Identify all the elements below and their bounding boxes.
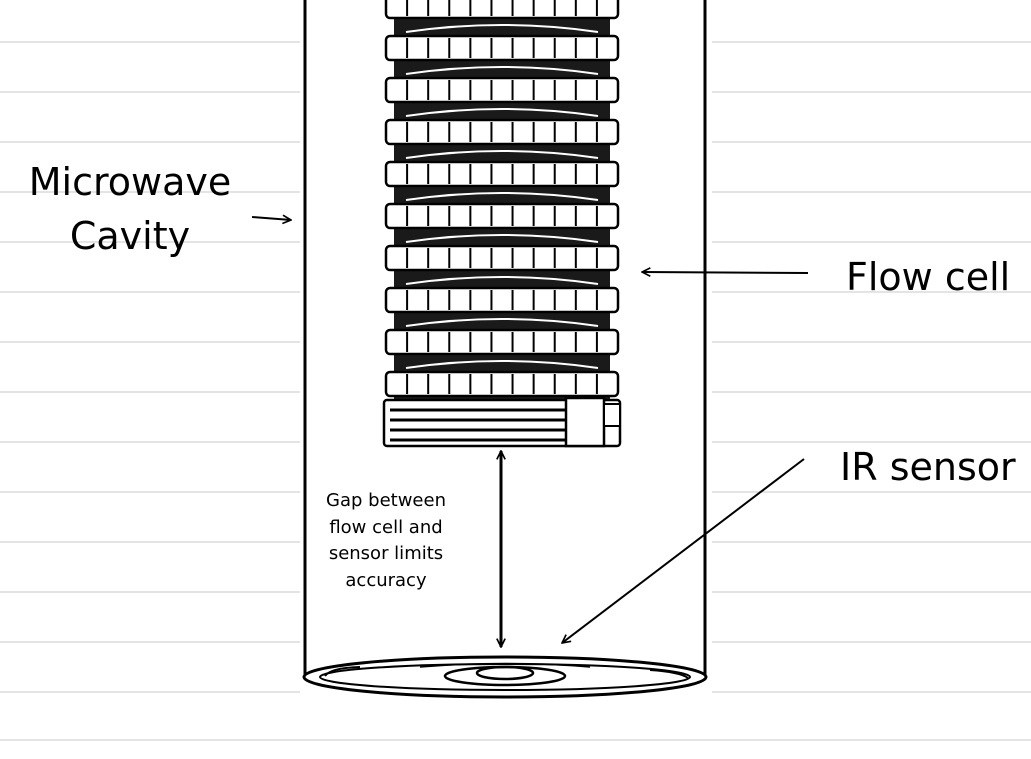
microwave-cavity-label-line1: Microwave [28, 160, 232, 204]
gap-annotation-line3: sensor limits [328, 543, 444, 564]
coil-turn [384, 118, 620, 159]
coil-turn [384, 202, 620, 243]
ir-sensor-disc [302, 655, 708, 699]
flow-cell-label: Flow cell [846, 255, 1011, 299]
coil-turn [384, 76, 620, 117]
gap-annotation-line4: accuracy [345, 569, 427, 591]
flow-cell-arrow-icon [642, 272, 809, 273]
gap-annotation-line2: flow cell and [329, 516, 443, 538]
gap-annotation-line1: Gap between [326, 490, 446, 511]
microwave-cavity-label: Microwave Cavity [22, 155, 238, 263]
coil-turn [384, 34, 620, 75]
coil-turn [384, 244, 620, 285]
coil-turn [384, 286, 620, 327]
ir-sensor-arrow-icon [562, 458, 805, 643]
coil-connector-tab [603, 403, 621, 427]
flow-cell-coil [382, 0, 622, 453]
gap-annotation: Gap between flow cell and sensor limits … [306, 488, 466, 594]
coil-turn [384, 160, 620, 201]
ir-sensor-label: IR sensor [840, 445, 1016, 489]
cavity-arrow-icon [251, 217, 291, 220]
coil-turn [384, 0, 620, 33]
ruled-lines-left [0, 41, 1031, 741]
microwave-cavity-label-line2: Cavity [69, 214, 191, 258]
coil-connector [564, 396, 606, 448]
coil-turn [384, 328, 620, 369]
ruled-lines-right [712, 41, 1031, 693]
